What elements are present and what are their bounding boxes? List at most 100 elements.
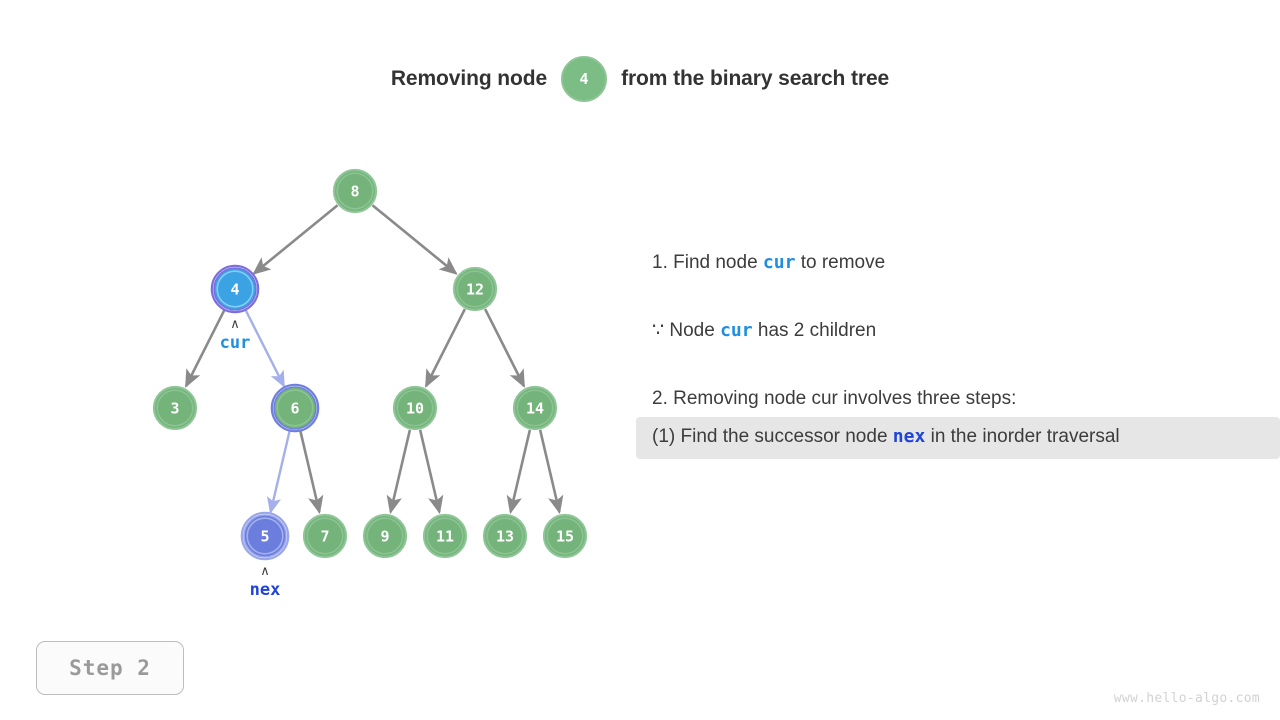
tree-edge-layer [184,204,564,515]
node-circle [332,168,378,214]
tree-edge-n12-n10 [424,308,467,388]
node-value-label: 12 [466,281,484,299]
tree-node-12[interactable]: 12 [452,266,498,312]
node-circle [452,266,498,312]
tree-node-13[interactable]: 13 [482,513,528,559]
explanation-panel: 1. Find node cur to remove ∵ Node cur ha… [636,245,1280,459]
tree-node-5[interactable]: 5 [240,511,290,561]
node-inner-ring [456,270,494,308]
node-inner-ring [306,517,344,555]
node-outer-ring [210,264,260,314]
step-line-3: 2. Removing node cur involves three step… [652,388,1017,409]
title-node-circle: 4 [561,56,608,102]
title-node-value: 4 [579,70,589,88]
node-inner-ring [216,270,254,308]
tree-edge-n12-n14 [483,308,526,388]
pointer-label: nex [250,580,281,600]
tree-edge-n8-n12 [371,204,458,275]
tree-node-8[interactable]: 8 [332,168,378,214]
tree-node-10[interactable]: 10 [392,385,438,431]
node-circle [362,513,408,559]
step-badge: Step 2 [36,641,184,695]
step-line-4-highlighted: (1) Find the successor node nex in the i… [636,417,1280,459]
node-inner-ring [516,389,554,427]
tree-edge-n4-n6 [244,308,286,388]
tree-node-11[interactable]: 11 [422,513,468,559]
node-inner-ring [156,389,194,427]
node-circle [482,513,528,559]
node-value-label: 8 [350,183,359,201]
tree-edge-n14-n15 [538,429,564,515]
step-line-2: ∵ Node cur has 2 children [636,313,1280,349]
tree-edge-n8-n4 [252,204,339,275]
code-cur-2: cur [720,320,753,341]
tree-edge-n14-n13 [506,429,532,515]
tree-node-layer: 8 4 12 3 6 10 14 5 7 9 11 13 15 [152,168,588,561]
node-circle [213,267,257,311]
step-line-2-b: has 2 children [752,320,877,341]
tree-node-15[interactable]: 15 [542,513,588,559]
node-inner-ring [276,389,314,427]
node-value-label: 14 [526,400,544,418]
tree-node-7[interactable]: 7 [302,513,348,559]
node-value-label: 3 [170,400,179,418]
node-inner-ring [336,172,374,210]
node-value-label: 4 [230,281,239,299]
title-prefix: Removing node [390,67,548,90]
pointer-label: cur [220,333,251,353]
tree-edge-n4-n3 [184,308,227,388]
step-line-1-a: 1. Find node [652,252,763,273]
tree-edge-n6-n5 [266,429,292,515]
tree-node-14[interactable]: 14 [512,385,558,431]
tree-edge-n6-n7 [298,429,324,515]
node-circle [152,385,198,431]
node-outer-ring [270,383,320,433]
node-value-label: 15 [556,528,574,546]
step-line-4-b: in the inorder traversal [925,426,1120,447]
node-circle [302,513,348,559]
step-line-4-a: (1) Find the successor node [652,426,893,447]
step-line-1-b: to remove [795,252,886,273]
node-inner-ring [366,517,404,555]
tree-edge-n10-n9 [386,429,412,515]
tree-node-4[interactable]: 4 [210,264,260,314]
page-title: Removing node 4 from the binary search t… [0,56,1280,102]
spacer-2 [636,349,1280,381]
pointer-nex: ∧nex [250,564,281,600]
node-value-label: 10 [406,400,424,418]
node-value-label: 11 [436,528,454,546]
tree-node-9[interactable]: 9 [362,513,408,559]
tree-node-6[interactable]: 6 [270,383,320,433]
node-value-label: 5 [260,528,269,546]
caret-icon: ∧ [230,317,240,332]
tree-edge-n10-n11 [418,429,444,515]
node-circle [392,385,438,431]
watermark: www.hello-algo.com [1113,691,1260,706]
caret-icon: ∧ [260,564,270,579]
pointer-cur: ∧cur [220,317,251,353]
node-circle [512,385,558,431]
node-value-label: 9 [380,528,389,546]
step-line-2-a: ∵ Node [652,320,721,341]
node-circle [422,513,468,559]
node-value-label: 7 [320,528,329,546]
node-circle [243,514,287,558]
node-circle [273,386,317,430]
step-line-1: 1. Find node cur to remove [636,245,1280,281]
spacer-1 [636,281,1280,313]
node-inner-ring [396,389,434,427]
node-circle [542,513,588,559]
node-inner-ring [546,517,584,555]
node-value-label: 6 [290,400,299,418]
node-outer-ring [240,511,290,561]
node-inner-ring [426,517,464,555]
title-suffix: from the binary search tree [621,67,890,90]
node-value-label: 13 [496,528,514,546]
node-inner-ring [486,517,524,555]
code-nex-1: nex [892,426,926,447]
tree-pointer-layer: ∧cur∧nex [220,317,281,600]
code-cur-1: cur [762,252,796,273]
tree-node-3[interactable]: 3 [152,385,198,431]
node-inner-ring [246,517,284,555]
